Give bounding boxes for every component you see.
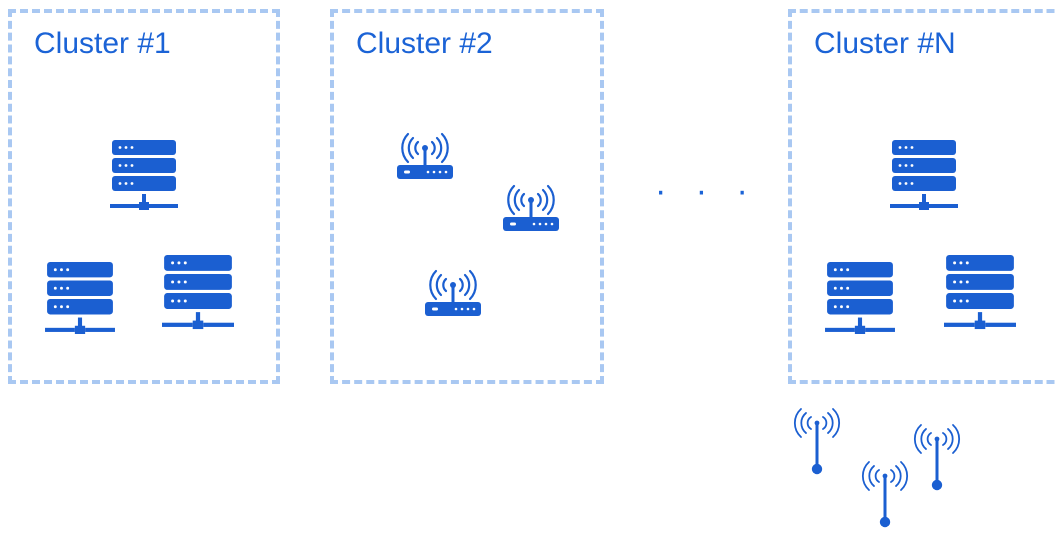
cluster-n-title: Cluster #N <box>814 27 956 60</box>
server-icon <box>45 262 115 334</box>
cluster-1: Cluster #1 <box>8 9 280 384</box>
router-icon <box>503 184 559 231</box>
server-icon <box>110 140 178 210</box>
server-icon <box>890 140 958 210</box>
cluster-2-title: Cluster #2 <box>356 27 493 60</box>
router-icon <box>397 132 453 179</box>
more-clusters-ellipsis: · · · <box>655 172 758 210</box>
cluster-1-title: Cluster #1 <box>34 27 171 60</box>
cluster-n: Cluster #N <box>788 9 1055 384</box>
server-icon <box>944 254 1016 330</box>
cluster-2: Cluster #2 <box>330 9 604 384</box>
router-icon <box>425 269 481 316</box>
sensor-icon <box>794 408 840 475</box>
sensor-icon <box>914 424 960 491</box>
server-icon <box>825 262 895 334</box>
server-icon <box>162 254 234 330</box>
sensor-icon <box>862 461 908 528</box>
